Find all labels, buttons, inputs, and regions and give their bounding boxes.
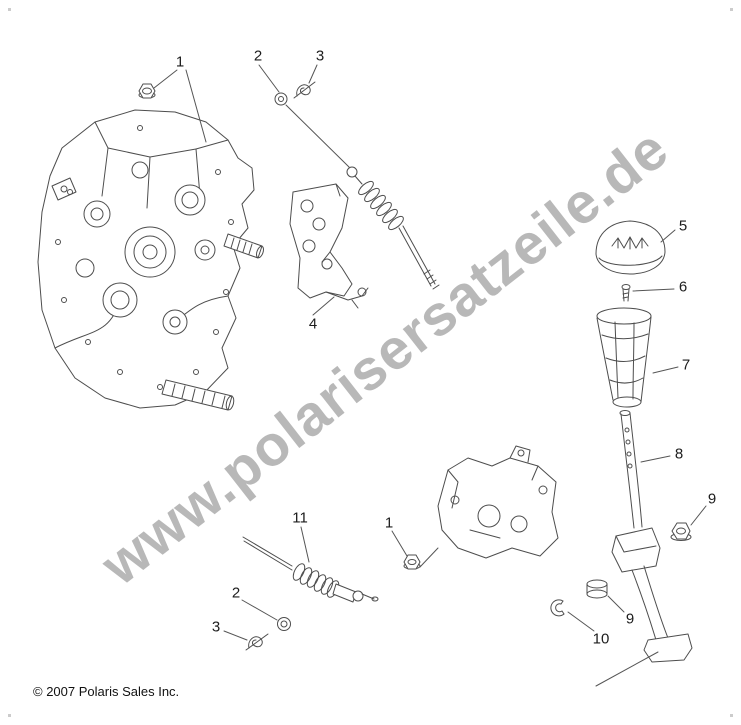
cotter-clip-top: [293, 81, 316, 99]
shift-cable: [242, 536, 379, 603]
corner-mark: [8, 8, 11, 11]
washer-top: [274, 92, 288, 106]
bushing-9: [586, 579, 608, 599]
shift-lever: [611, 410, 693, 663]
callout-3-top: 3: [315, 47, 325, 65]
corner-mark: [730, 714, 733, 717]
corner-mark: [8, 714, 11, 717]
flange-nut-top: [138, 83, 156, 99]
callout-1-lower: 1: [384, 514, 394, 532]
e-clip-10: [550, 599, 565, 617]
washer-bottom: [277, 617, 291, 631]
knob-screw: [621, 284, 631, 302]
callout-1-top: 1: [175, 53, 185, 71]
shift-knob: [595, 220, 666, 275]
flange-nut-bottom: [403, 554, 421, 570]
callout-2-lower: 2: [231, 584, 241, 602]
callout-11: 11: [292, 509, 308, 527]
callout-5: 5: [678, 217, 688, 235]
leader-lines: [153, 64, 707, 687]
callout-2-top: 2: [253, 47, 263, 65]
mounting-bracket-4: [289, 183, 369, 309]
callout-9-upper: 9: [707, 490, 717, 508]
corner-mark: [730, 8, 733, 11]
callout-4: 4: [308, 315, 318, 333]
copyright-text: © 2007 Polaris Sales Inc.: [33, 684, 180, 699]
callout-7: 7: [681, 356, 691, 374]
gearbox-drawing: [37, 109, 264, 411]
shift-linkage-rod: [346, 166, 440, 290]
callout-8: 8: [674, 445, 684, 463]
cotter-clip-bottom: [245, 633, 269, 651]
callout-10: 10: [592, 630, 610, 648]
flange-nut-9: [670, 522, 692, 541]
lever-mount-bracket: [437, 445, 559, 559]
callout-9-lower: 9: [625, 610, 635, 628]
callout-6: 6: [678, 278, 688, 296]
callout-3-lower: 3: [211, 618, 221, 636]
shift-boot: [596, 307, 652, 408]
